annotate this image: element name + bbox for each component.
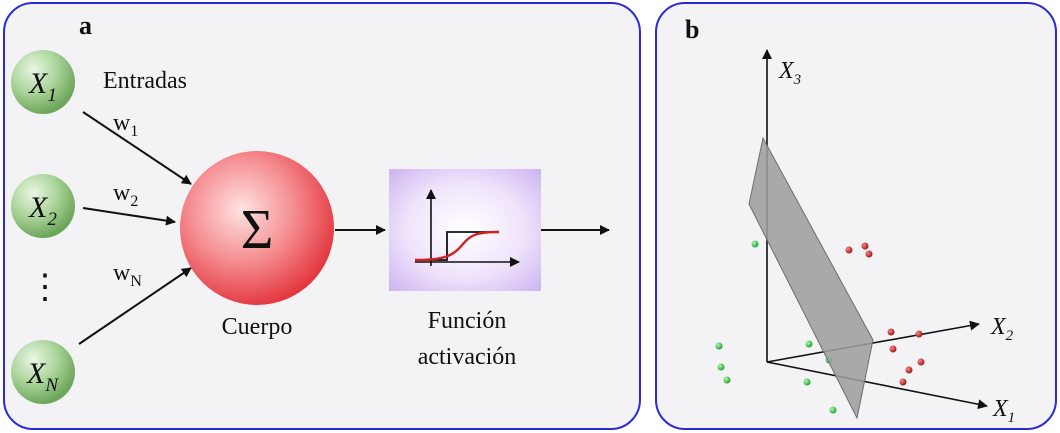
activation-function-box <box>389 169 541 291</box>
axis-x1 <box>766 361 988 410</box>
red-point <box>917 358 925 366</box>
separating-plane-plot: b X3 <box>685 15 1015 426</box>
green-point <box>715 342 723 350</box>
separating-plane <box>748 136 874 420</box>
activation-label-line2: activación <box>418 344 517 370</box>
panel-b-classification: b X3 <box>655 2 1057 430</box>
green-point <box>751 240 759 248</box>
body-label: Cuerpo <box>222 314 293 340</box>
panel-a-neuron: a X1 X2 ⋮ XN Entradas w1 w2 wN Σ Cuerpo <box>3 2 641 430</box>
axis-label-x3: X3 <box>778 58 801 88</box>
panel-label-a: a <box>79 11 92 40</box>
activation-label-line1: Función <box>428 308 507 334</box>
weight-wn: wN <box>113 260 142 290</box>
red-point <box>845 246 853 254</box>
red-point <box>889 345 897 353</box>
axis-label-x1: X1 <box>992 396 1015 426</box>
arrow-input-n <box>78 267 192 345</box>
green-point <box>803 378 811 386</box>
input-node-x2: X2 <box>11 174 75 238</box>
arrow-input-2 <box>82 207 176 226</box>
weight-w1: w1 <box>113 110 138 140</box>
neuron-diagram: a X1 X2 ⋮ XN Entradas w1 w2 wN Σ Cuerpo <box>11 11 610 404</box>
panel-label-b: b <box>685 15 699 44</box>
sum-symbol: Σ <box>241 199 274 261</box>
axis-label-x2: X2 <box>990 314 1014 344</box>
input-ellipsis: ⋮ <box>28 269 62 306</box>
svg-text:X1: X1 <box>28 67 57 106</box>
inputs-title: Entradas <box>103 68 187 94</box>
green-point <box>805 340 813 348</box>
red-point <box>865 250 873 258</box>
arrow-input-1 <box>82 111 192 185</box>
axis-x2 <box>766 320 980 363</box>
red-point <box>887 328 895 336</box>
red-point <box>905 366 913 374</box>
red-point <box>861 242 869 250</box>
weight-w2: w2 <box>113 180 138 210</box>
input-node-xn: XN <box>11 340 75 404</box>
svg-text:XN: XN <box>26 357 59 396</box>
green-point <box>723 376 731 384</box>
red-point <box>899 378 907 386</box>
red-point <box>915 330 923 338</box>
body-node: Σ <box>180 151 334 305</box>
green-point <box>829 406 837 414</box>
green-point <box>717 363 725 371</box>
class-red-points <box>845 242 925 386</box>
sigmoid-curve <box>414 230 500 262</box>
input-node-x1: X1 <box>11 50 75 114</box>
svg-text:X2: X2 <box>28 191 57 230</box>
